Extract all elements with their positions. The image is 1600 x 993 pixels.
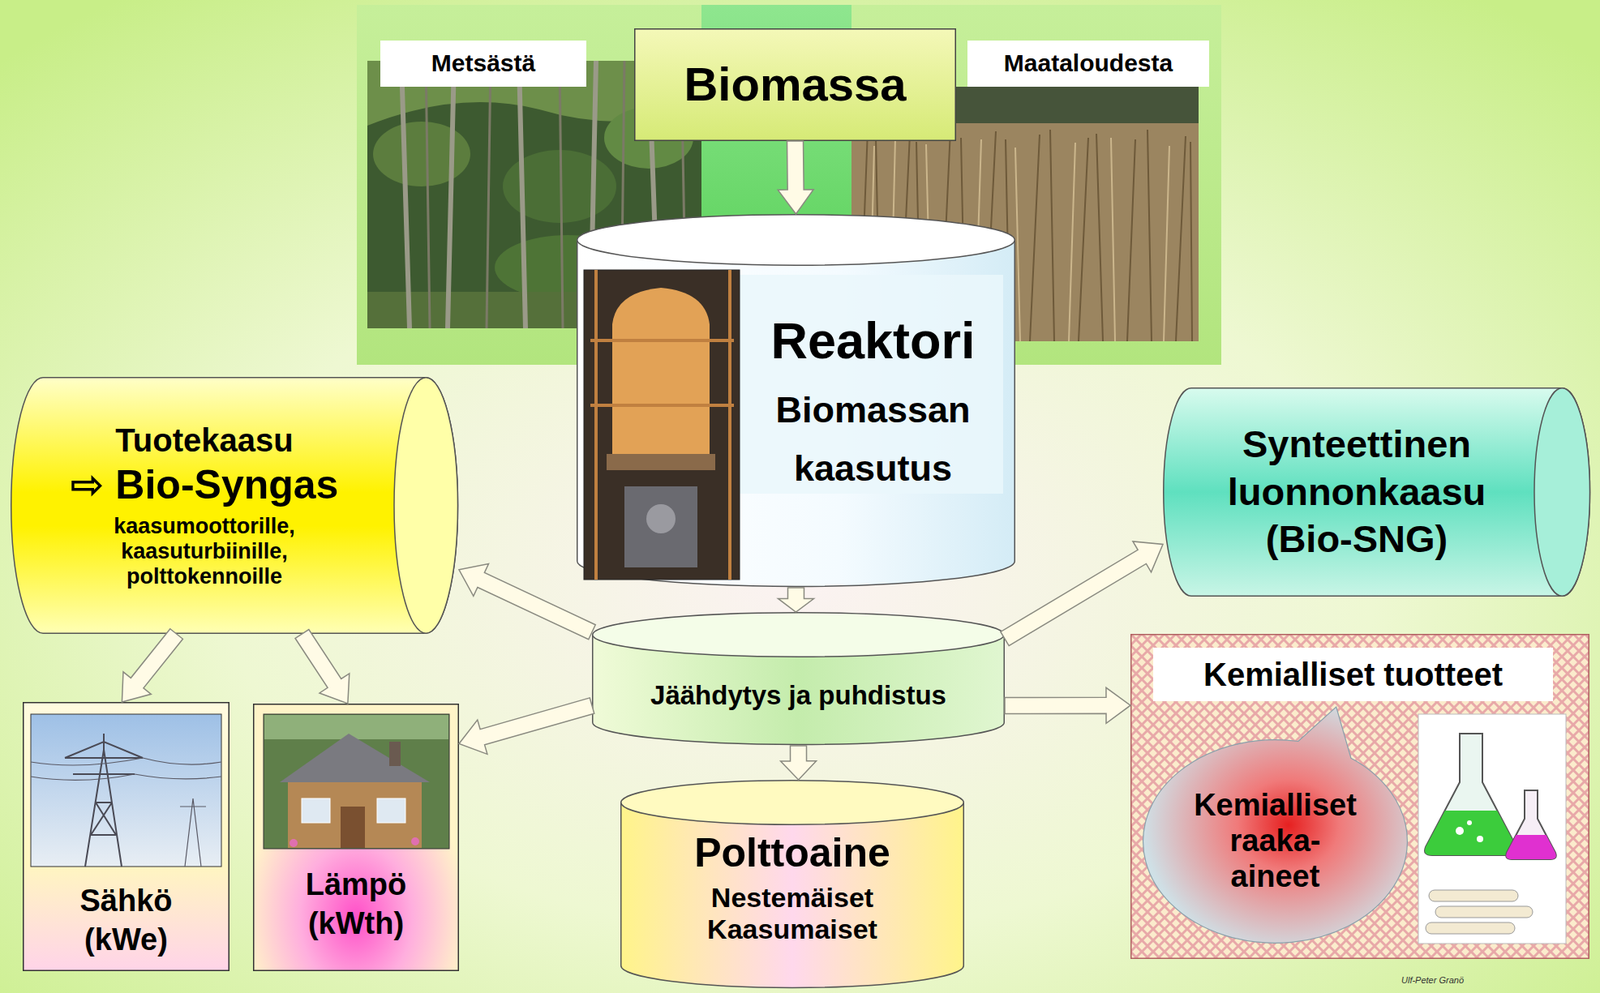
block-arrow [777,141,814,215]
credit-text: Ulf-Peter Granö [1401,975,1464,986]
house-photo [263,714,450,850]
node-title: Metsästä [431,49,536,78]
node-text: ⇨ Bio-Syngas [70,462,339,510]
node-text: Biomassan kaasutus [751,381,996,498]
node-title: Tuotekaasu [115,421,293,459]
block-arrow [780,746,817,781]
reactor-photo [612,287,710,455]
reactor-photo [646,504,676,534]
block-arrow [1004,687,1131,724]
house-photo [289,839,298,848]
flask-picture [1418,714,1566,944]
sng-cylinder: Synteettinen luonnonkaasu (Bio-SNG) [1162,387,1592,597]
node-title: Kemialliset raaka-aineet [1188,788,1363,895]
house-photo [411,837,420,846]
block-arrow [458,698,595,755]
house-photo [287,782,422,849]
node-title: Sähkö (kWe) [61,882,192,960]
house-photo [301,798,331,824]
source-label: Maataloudesta [967,40,1210,87]
node-title: Maataloudesta [1003,49,1173,78]
node-title: Kemialliset tuotteet [1153,647,1553,702]
block-arrow [295,630,350,704]
reactor-photo [606,454,716,471]
power-line-photo [30,758,222,867]
forest-photo [373,121,471,187]
block-arrow [1000,541,1163,647]
flask-picture [1435,906,1533,918]
node-text: kaasumoottorille, kaasuturbiinille, polt… [102,514,306,590]
block-arrow [458,564,596,640]
node-title: Lämpö (kWth) [291,866,421,944]
reactor-photo [590,270,734,580]
title-box: Biomassa [634,28,957,142]
flask-picture [1424,810,1518,856]
node-title: Biomassa [683,57,906,112]
flask-picture [1467,820,1472,826]
node-text: Nestemäiset Kaasumaiset [699,882,886,946]
house-photo [263,714,450,850]
house-photo [377,798,406,824]
power-line-photo [30,714,222,867]
flask-picture [1425,922,1515,935]
node-title: Jäähdytys ja puhdistus [650,680,947,712]
source-label: Metsästä [380,40,587,87]
reactor-photo [583,270,740,580]
flask-picture [1424,733,1518,856]
flask-picture [1455,827,1464,836]
cleaning-cylinder: Jäähdytys ja puhdistus [591,612,1005,747]
flask-picture [1505,835,1557,860]
house-photo [340,806,365,849]
block-arrow [121,629,183,703]
block-arrow [777,587,814,613]
flask-picture [1505,790,1557,860]
node-title: Polttoaine [694,830,891,878]
house-photo [264,715,449,740]
flask-picture [1418,714,1566,944]
flask-picture [1428,890,1519,902]
callout-bubble: Kemialliset raaka-aineet [1142,739,1408,944]
node-title: Synteettinen luonnonkaasu (Bio-SNG) [1218,420,1495,564]
house-photo [279,733,430,783]
reactor-photo [624,486,698,568]
power-line-photo [64,733,143,867]
fuel-cylinder: PolttoaineNestemäiset Kaasumaiset [620,780,965,990]
reactor-photo [583,270,740,580]
node-title: Reaktori [770,311,975,370]
power-line-photo [30,714,222,867]
cleaning-cylinder-outline [591,612,1005,747]
product-gas-cylinder: Tuotekaasu⇨ Bio-Syngaskaasumoottorille, … [10,377,459,635]
house-photo [389,742,401,767]
flask-picture [1476,836,1484,843]
